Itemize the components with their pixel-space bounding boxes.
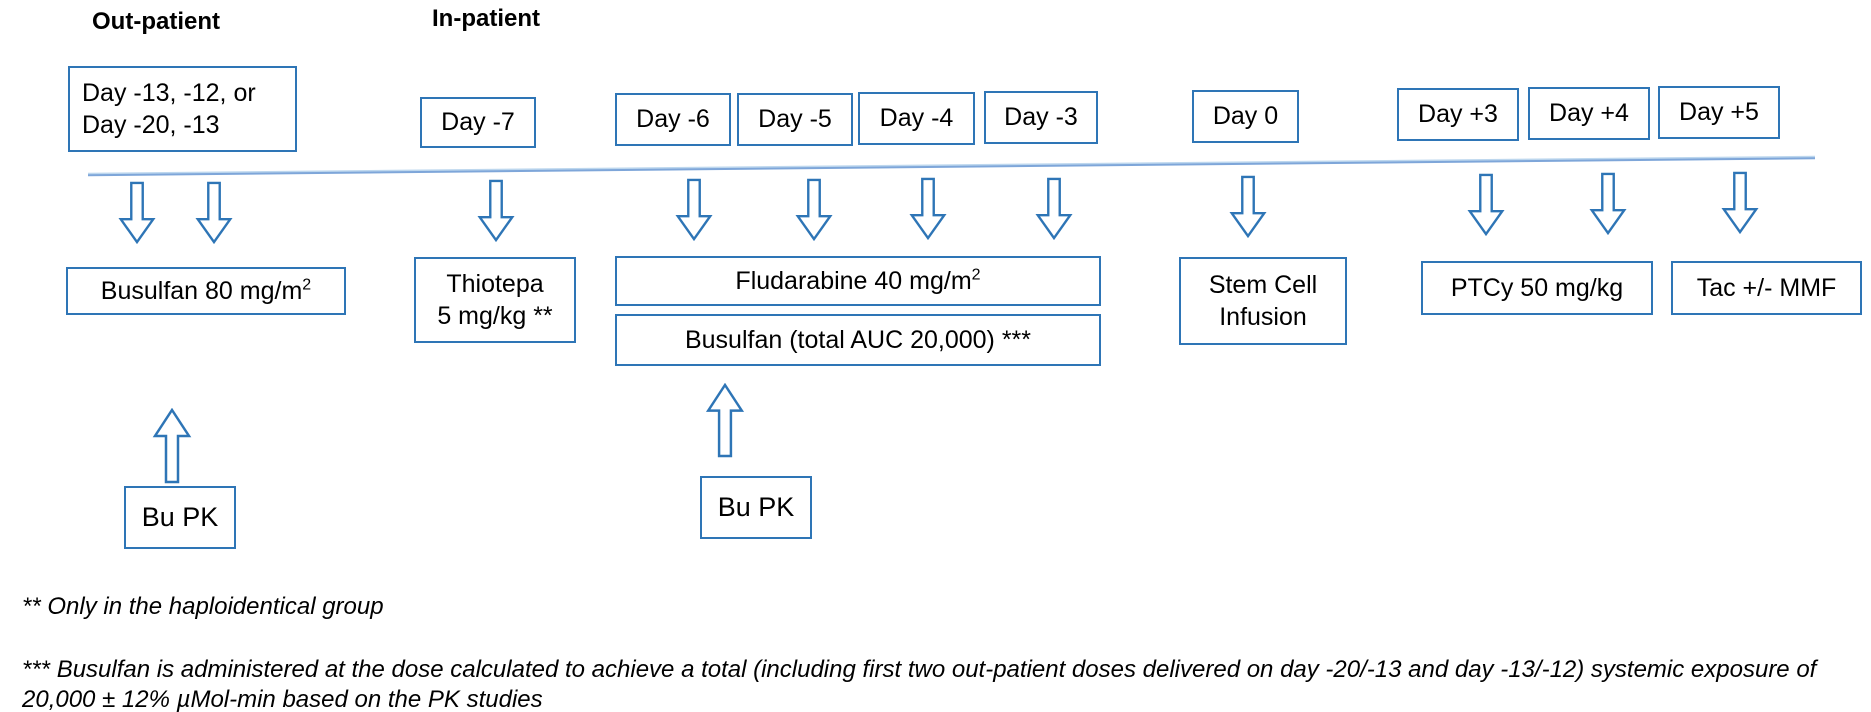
down-arrow-icon bbox=[1721, 171, 1759, 234]
footnote-double-asterisk: ** Only in the haploidentical group bbox=[22, 593, 384, 620]
treatment-label: Busulfan 80 mg/m2 bbox=[100, 276, 312, 305]
day-box-line: Day +5 bbox=[1679, 98, 1759, 127]
bu-pk-label: Bu PK bbox=[141, 501, 219, 532]
treatment-box-thiotepa: Thiotepa 5 mg/kg ** bbox=[414, 257, 576, 343]
day-box-minus5: Day -5 bbox=[737, 93, 853, 146]
day-box-line: Day -3 bbox=[1004, 103, 1078, 132]
day-box-line: Day -13, -12, or bbox=[82, 78, 256, 107]
treatment-label-line: Thiotepa bbox=[446, 269, 544, 298]
footnote-triple-asterisk: *** Busulfan is administered at the dose… bbox=[22, 656, 1817, 712]
treatment-label-line: Stem Cell bbox=[1208, 270, 1318, 299]
down-arrow-icon bbox=[675, 178, 713, 241]
down-arrow-icon bbox=[1589, 172, 1627, 235]
treatment-label-line: Infusion bbox=[1219, 303, 1307, 331]
treatment-box-fludarabine: Fludarabine 40 mg/m2 bbox=[615, 256, 1101, 306]
down-arrow-icon bbox=[1035, 177, 1073, 240]
day-box-line: Day -5 bbox=[758, 105, 832, 134]
up-arrow-icon bbox=[152, 408, 192, 484]
down-arrow-icon bbox=[909, 177, 947, 240]
treatment-label: Tac +/- MMF bbox=[1696, 273, 1837, 302]
day-box-minus6: Day -6 bbox=[615, 93, 731, 146]
treatment-label: Fludarabine 40 mg/m2 bbox=[735, 266, 981, 295]
day-box-line: Day -7 bbox=[441, 108, 515, 137]
down-arrow-icon bbox=[477, 179, 515, 242]
bu-pk-box-right: Bu PK bbox=[700, 476, 812, 539]
day-box-minus3: Day -3 bbox=[984, 91, 1098, 144]
treatment-box-busulfan-auc: Busulfan (total AUC 20,000) *** bbox=[615, 314, 1101, 366]
day-box-line: Day +4 bbox=[1549, 99, 1629, 128]
day-box-line: Day -20, -13 bbox=[82, 111, 220, 139]
treatment-box-tac-mmf: Tac +/- MMF bbox=[1671, 261, 1862, 315]
day-box-plus5: Day +5 bbox=[1658, 86, 1780, 139]
bu-pk-label: Bu PK bbox=[717, 491, 795, 522]
treatment-label: Busulfan (total AUC 20,000) *** bbox=[684, 325, 1032, 354]
treatment-box-ptcy: PTCy 50 mg/kg bbox=[1421, 261, 1653, 315]
day-box-line: Day 0 bbox=[1212, 102, 1279, 131]
superscript: 2 bbox=[971, 266, 981, 284]
bu-pk-box-left: Bu PK bbox=[124, 486, 236, 549]
down-arrow-icon bbox=[795, 178, 833, 241]
day-box-plus3: Day +3 bbox=[1397, 88, 1519, 141]
treatment-box-stem-cell-infusion: Stem Cell Infusion bbox=[1179, 257, 1347, 345]
inpatient-phase-label: In-patient bbox=[432, 5, 540, 32]
day-box-plus4: Day +4 bbox=[1528, 87, 1650, 140]
day-box-zero: Day 0 bbox=[1192, 90, 1299, 143]
treatment-label-line: 5 mg/kg ** bbox=[437, 302, 553, 330]
superscript: 2 bbox=[302, 276, 312, 294]
day-box-line: Day -6 bbox=[636, 105, 710, 134]
down-arrow-icon bbox=[1229, 175, 1267, 238]
day-box-line: Day -4 bbox=[879, 104, 954, 133]
outpatient-phase-label: Out-patient bbox=[92, 8, 220, 35]
down-arrow-icon bbox=[195, 181, 233, 244]
day-box-minus13-12-or-minus20-13: Day -13, -12, or Day -20, -13 bbox=[68, 66, 297, 152]
day-box-minus7: Day -7 bbox=[420, 97, 536, 148]
treatment-box-busulfan-outpatient: Busulfan 80 mg/m2 bbox=[66, 267, 346, 315]
day-box-line: Day +3 bbox=[1418, 100, 1498, 129]
down-arrow-icon bbox=[1467, 173, 1505, 236]
down-arrow-icon bbox=[118, 181, 156, 244]
treatment-label: PTCy 50 mg/kg bbox=[1450, 273, 1624, 302]
day-box-minus4: Day -4 bbox=[858, 92, 975, 145]
up-arrow-icon bbox=[705, 383, 745, 458]
